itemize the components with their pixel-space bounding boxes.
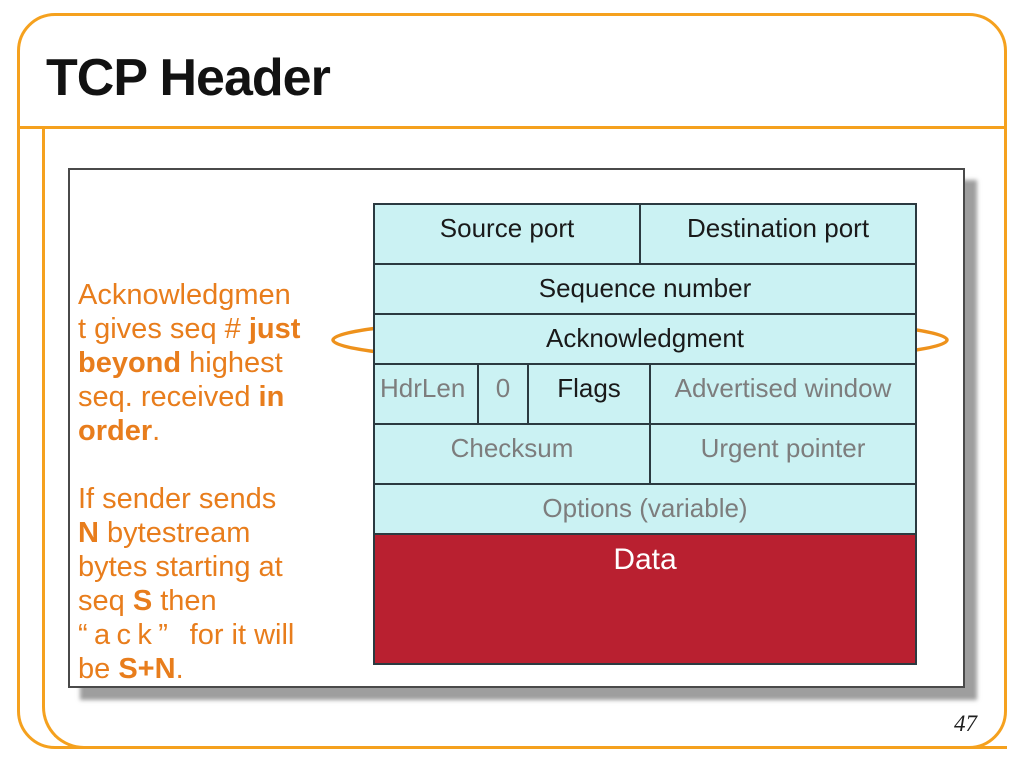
- cell-advertised-window: Advertised window: [649, 365, 915, 423]
- cell-destination-port: Destination port: [639, 205, 915, 263]
- title-divider-line: [17, 126, 1007, 129]
- table-row-acknowledgment: Acknowledgment: [375, 313, 915, 363]
- table-row-hdrlen-flags: HdrLen 0 Flags Advertised window: [375, 363, 915, 423]
- cell-source-port: Source port: [439, 213, 575, 243]
- cell-sequence-number: Sequence number: [538, 273, 752, 303]
- cell-acknowledgment: Acknowledgment: [546, 323, 744, 353]
- table-row-sequence-number: Sequence number: [375, 263, 915, 313]
- cell-hdrlen: HdrLen: [380, 373, 466, 403]
- cell-options: Options (variable): [542, 493, 748, 523]
- table-row-data: Data: [375, 533, 915, 663]
- tcp-header-diagram: Source port Destination port Sequence nu…: [373, 203, 917, 665]
- page-number: 47: [954, 711, 977, 736]
- cell-flags: Flags: [527, 365, 649, 423]
- table-row-options: Options (variable): [375, 483, 915, 533]
- cell-checksum: Checksum: [450, 433, 574, 463]
- page-title: TCP Header: [46, 49, 331, 107]
- cell-zero: 0: [477, 365, 527, 423]
- table-row-ports: Source port Destination port: [375, 205, 915, 263]
- table-row-checksum: Checksum Urgent pointer: [375, 423, 915, 483]
- cell-data: Data: [613, 543, 677, 576]
- cell-urgent-pointer: Urgent pointer: [649, 425, 915, 483]
- frame-inner-line: [42, 127, 1007, 749]
